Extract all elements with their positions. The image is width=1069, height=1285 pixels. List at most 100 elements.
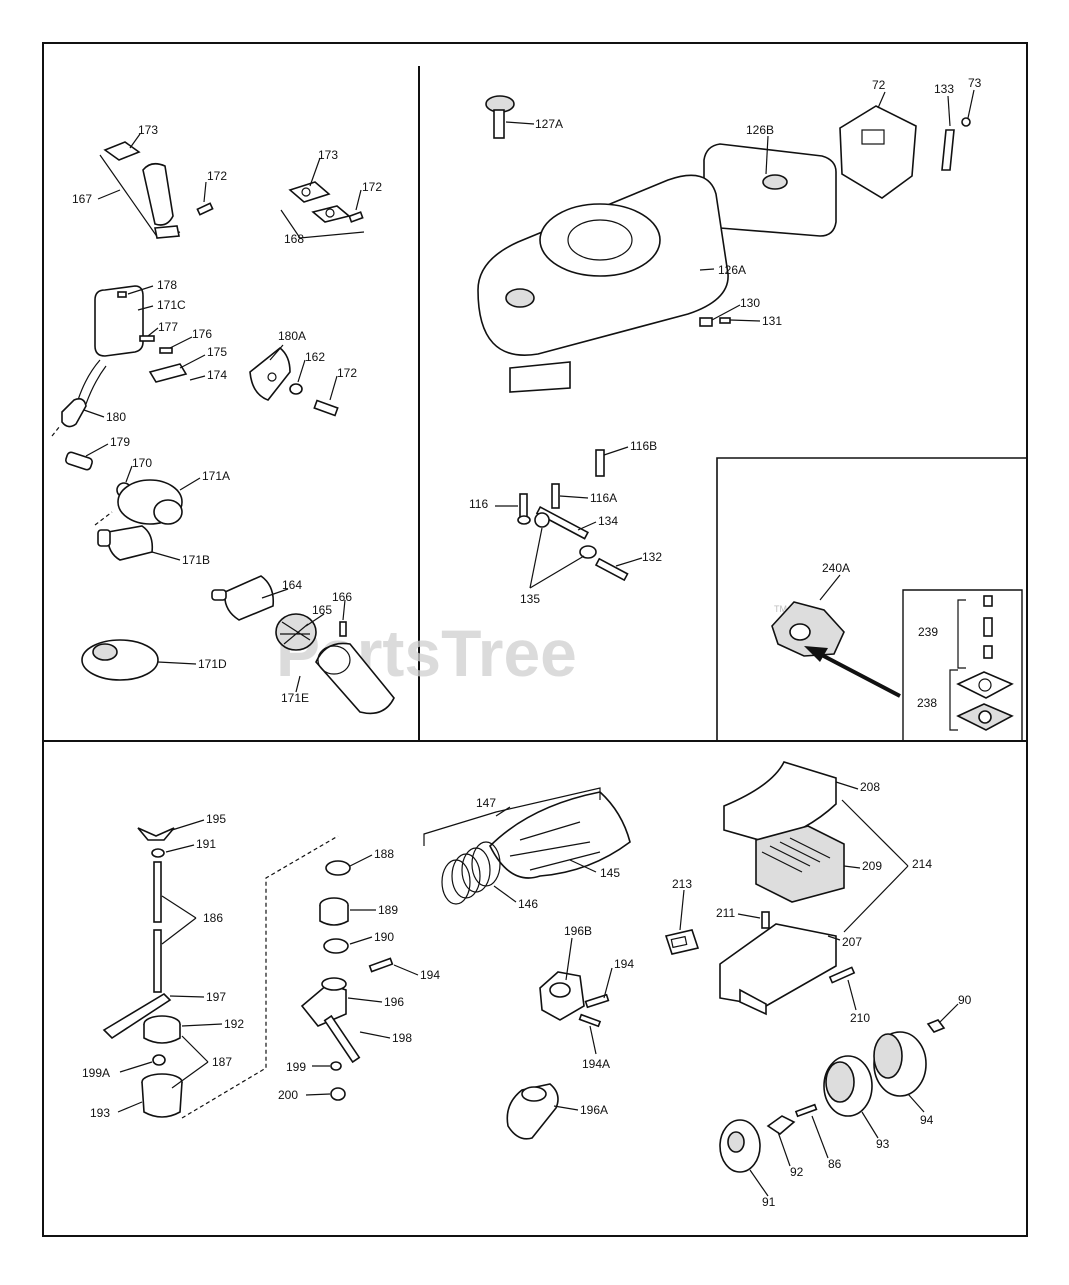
label-239: 239 — [918, 625, 938, 639]
label-188: 188 — [374, 847, 394, 861]
label-165: 165 — [312, 603, 332, 617]
label-194a: 194 — [420, 968, 440, 982]
part-211-screw — [761, 911, 770, 929]
part-91-cover — [719, 1119, 761, 1173]
label-175: 175 — [207, 345, 227, 359]
label-200: 200 — [278, 1088, 298, 1102]
part-162-washer — [289, 383, 303, 395]
part-171e-deflector — [315, 642, 395, 715]
label-134: 134 — [598, 514, 618, 528]
part-213-gasket — [664, 929, 700, 955]
label-195: 195 — [206, 812, 226, 826]
part-240a-carburetor — [771, 601, 845, 657]
part-92-clamp — [766, 1115, 796, 1136]
part-190-washer — [323, 938, 349, 954]
part-191-washer — [151, 848, 165, 858]
part-171b-muffler — [97, 525, 154, 561]
part-116-fitting — [517, 493, 531, 525]
part-168-gasket-set — [280, 181, 365, 239]
part-86-screw — [794, 1103, 818, 1118]
label-176: 176 — [192, 327, 212, 341]
label-197: 197 — [206, 990, 226, 1004]
label-126b: 126B — [746, 123, 774, 137]
label-166: 166 — [332, 590, 352, 604]
part-116b-fitting — [595, 449, 605, 477]
part-116a-fitting — [551, 483, 560, 509]
label-171e: 171E — [281, 691, 309, 705]
part-167-muffler-elbow — [99, 141, 181, 239]
label-190: 190 — [374, 930, 394, 944]
part-200-nut — [330, 1087, 346, 1101]
part-126a-air-cleaner-housing — [477, 174, 729, 393]
label-90: 90 — [958, 993, 972, 1007]
part-132-screw — [594, 557, 629, 582]
label-198: 198 — [392, 1031, 412, 1045]
label-174: 174 — [207, 368, 227, 382]
part-90-clip — [926, 1019, 946, 1033]
part-165-screen — [275, 613, 317, 651]
part-180-elbow — [51, 398, 87, 437]
part-180a-bracket — [249, 346, 291, 401]
part-171a-muffler — [94, 479, 183, 526]
part-172-bolt-c — [313, 399, 339, 417]
carburetor-inset-box — [716, 457, 1027, 741]
label-199: 199 — [286, 1060, 306, 1074]
label-171c: 171C — [157, 298, 186, 312]
label-187: 187 — [212, 1055, 232, 1069]
label-211: 211 — [716, 906, 735, 920]
label-178: 178 — [157, 278, 177, 292]
part-208-cover — [723, 761, 837, 843]
part-188-washer — [325, 860, 351, 876]
label-196b: 196B — [564, 924, 592, 938]
part-93-precleaner — [823, 1055, 873, 1117]
label-72: 72 — [872, 78, 886, 92]
label-172c: 172 — [337, 366, 357, 380]
label-162: 162 — [305, 350, 325, 364]
label-132: 132 — [642, 550, 662, 564]
part-199-nut — [330, 1061, 342, 1071]
part-207-base — [719, 923, 837, 1016]
part-210-screw — [828, 966, 856, 984]
label-171d: 171D — [198, 657, 227, 671]
part-127a-fuel-cap — [485, 95, 515, 139]
part-186-studs — [153, 861, 162, 993]
label-186: 186 — [203, 911, 223, 925]
label-93: 93 — [876, 1137, 890, 1151]
label-167: 167 — [72, 192, 92, 206]
part-171c-muffler — [77, 285, 144, 405]
label-172b: 172 — [362, 180, 382, 194]
label-191: 191 — [196, 837, 216, 851]
label-199a: 199A — [82, 1066, 110, 1080]
part-194a-screw — [578, 1013, 602, 1028]
label-210: 210 — [850, 1011, 870, 1025]
label-133: 133 — [934, 82, 954, 96]
label-238: 238 — [917, 696, 937, 710]
part-199a-nut — [152, 1054, 166, 1066]
label-91: 91 — [762, 1195, 776, 1209]
label-126a: 126A — [718, 263, 746, 277]
label-196a: 196A — [580, 1103, 608, 1117]
outer-frame — [42, 42, 1028, 1237]
part-126b-fuel-tank — [703, 143, 837, 237]
label-116: 116 — [469, 497, 488, 511]
label-192: 192 — [224, 1017, 244, 1031]
part-209-filter-element — [755, 825, 845, 903]
label-146: 146 — [518, 897, 538, 911]
label-135: 135 — [520, 592, 540, 606]
label-173b: 173 — [318, 148, 338, 162]
part-239-needle-set — [957, 595, 993, 669]
label-179: 179 — [110, 435, 130, 449]
label-180: 180 — [106, 410, 126, 424]
label-171a: 171A — [202, 469, 230, 483]
part-166-screw — [339, 621, 347, 637]
label-116a: 116A — [590, 491, 617, 505]
watermark-mark: TM — [774, 604, 787, 614]
label-145: 145 — [600, 866, 620, 880]
gasket-inset-box — [902, 589, 1023, 741]
part-193-cup — [141, 1073, 183, 1118]
label-173a: 173 — [138, 123, 158, 137]
label-92: 92 — [790, 1165, 804, 1179]
label-116b: 116B — [630, 439, 657, 453]
label-196: 196 — [384, 995, 404, 1009]
